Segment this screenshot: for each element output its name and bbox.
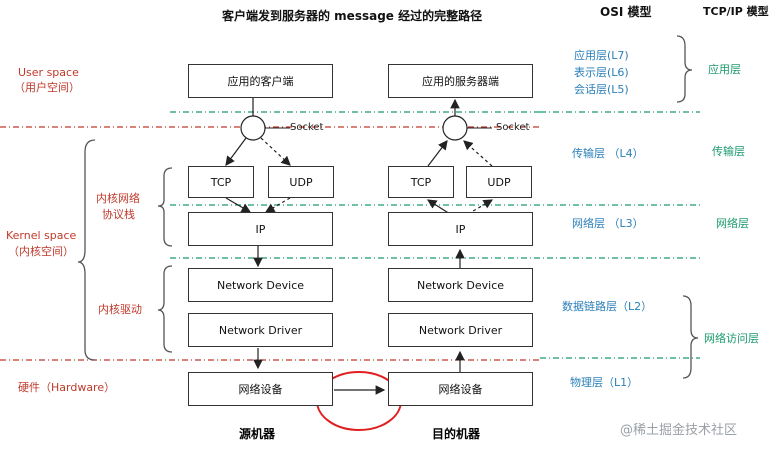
kernel-driver-label: 内核驱动 <box>98 303 142 316</box>
osi-l7-label: 应用层(L7) <box>574 49 629 62</box>
client-udp-box: UDP <box>268 166 334 198</box>
client-network-device-box: Network Device <box>188 268 333 302</box>
client-app-box: 应用的客户端 <box>188 64 333 98</box>
client-socket-label: Socket <box>290 122 324 133</box>
server-ip-box: IP <box>388 212 533 246</box>
server-udp-box: UDP <box>466 166 532 198</box>
destination-machine-label: 目的机器 <box>432 427 481 441</box>
server-app-box: 应用的服务器端 <box>388 64 533 98</box>
tcpip-transport-label: 传输层 <box>712 145 745 158</box>
client-ip-box: IP <box>188 212 333 246</box>
tcpip-network-label: 网络层 <box>716 217 749 230</box>
diagram-title: 客户端发到服务器的 message 经过的完整路径 <box>222 9 483 23</box>
kernel-space-label: Kernel space <box>6 229 77 242</box>
client-tcp-box: TCP <box>188 166 254 198</box>
tcpip-access-label: 网络访问层 <box>704 332 759 345</box>
source-machine-label: 源机器 <box>239 427 276 441</box>
osi-l1-label: 物理层（L1） <box>570 376 639 389</box>
kernel-net-stack-label-1: 内核网络 <box>96 192 140 205</box>
tcpip-header: TCP/IP 模型 <box>703 5 769 18</box>
server-network-device-box: Network Device <box>388 268 533 302</box>
server-tcp-box: TCP <box>388 166 454 198</box>
server-nic-box: 网络设备 <box>388 372 533 406</box>
kernel-net-stack-label-2: 协议栈 <box>102 208 135 221</box>
osi-l6-label: 表示层(L6) <box>574 66 629 79</box>
kernel-space-cn-label: （内核空间） <box>8 245 74 258</box>
osi-l4-label: 传输层 （L4） <box>572 147 644 160</box>
watermark: @稀土掘金技术社区 <box>620 423 738 438</box>
tcpip-app-label: 应用层 <box>708 63 741 76</box>
osi-l3-label: 网络层 （L3） <box>572 217 644 230</box>
user-space-label: User space <box>18 66 79 79</box>
server-network-driver-box: Network Driver <box>388 313 533 347</box>
hardware-label: 硬件（Hardware） <box>18 381 116 394</box>
user-space-cn-label: （用户空间） <box>14 81 80 94</box>
client-network-driver-box: Network Driver <box>188 313 333 347</box>
osi-l2-label: 数据链路层（L2） <box>562 300 653 313</box>
client-nic-box: 网络设备 <box>188 372 333 406</box>
osi-l5-label: 会话层(L5) <box>574 83 629 96</box>
server-socket-label: Socket <box>496 122 530 133</box>
osi-header: OSI 模型 <box>600 5 652 19</box>
